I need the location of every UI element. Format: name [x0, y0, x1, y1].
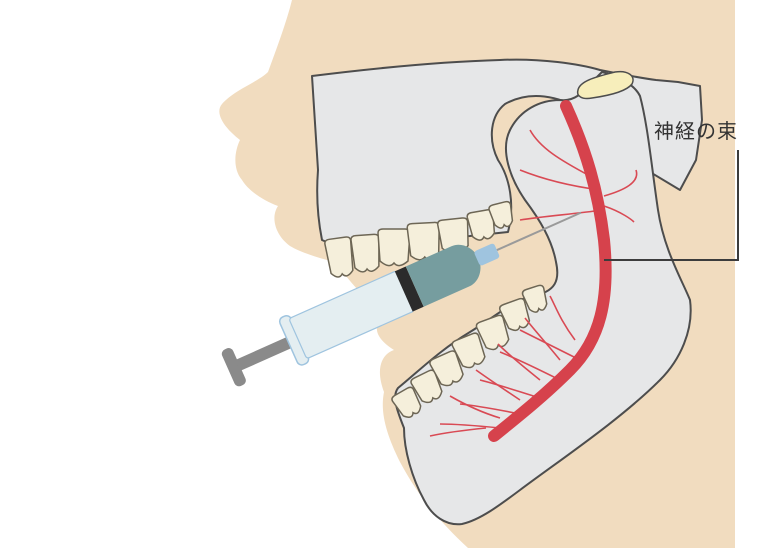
nerve-branch — [549, 295, 576, 341]
callout-leader-line — [604, 150, 739, 261]
upper-tooth — [350, 233, 380, 273]
lower-teeth — [391, 284, 548, 418]
lower-tooth — [410, 369, 443, 404]
nerve-branch — [603, 169, 638, 197]
lower-tooth — [429, 350, 464, 387]
upper-tooth — [488, 200, 514, 229]
needle — [496, 211, 582, 251]
condyle-cartilage — [576, 70, 634, 100]
nerve-branch — [429, 427, 487, 437]
nerve-branch — [603, 205, 635, 223]
nerve-branch — [475, 369, 521, 401]
lower-tooth — [391, 386, 422, 418]
lower-tooth — [451, 332, 486, 369]
nerve-bundle — [488, 100, 612, 442]
nerve-branch — [449, 395, 501, 419]
syringe-plunger-rod — [235, 335, 295, 372]
lower-tooth — [521, 284, 548, 313]
syringe — [221, 211, 582, 387]
syringe-fluid — [405, 244, 481, 307]
nerve-branch — [497, 343, 541, 381]
upper-tooth — [324, 236, 354, 278]
needle-hub — [474, 243, 500, 266]
upper-tooth — [406, 221, 440, 261]
nerve-branch — [529, 129, 591, 177]
nerve-branch — [524, 317, 561, 361]
upper-tooth — [377, 228, 411, 267]
syringe-plunger-cap — [221, 348, 246, 387]
upper-teeth — [324, 200, 514, 278]
lower-tooth — [498, 297, 531, 332]
syringe-band — [394, 266, 424, 312]
lower-tooth — [475, 314, 510, 351]
nerve-bundle-label: 神経の束 — [654, 119, 738, 143]
